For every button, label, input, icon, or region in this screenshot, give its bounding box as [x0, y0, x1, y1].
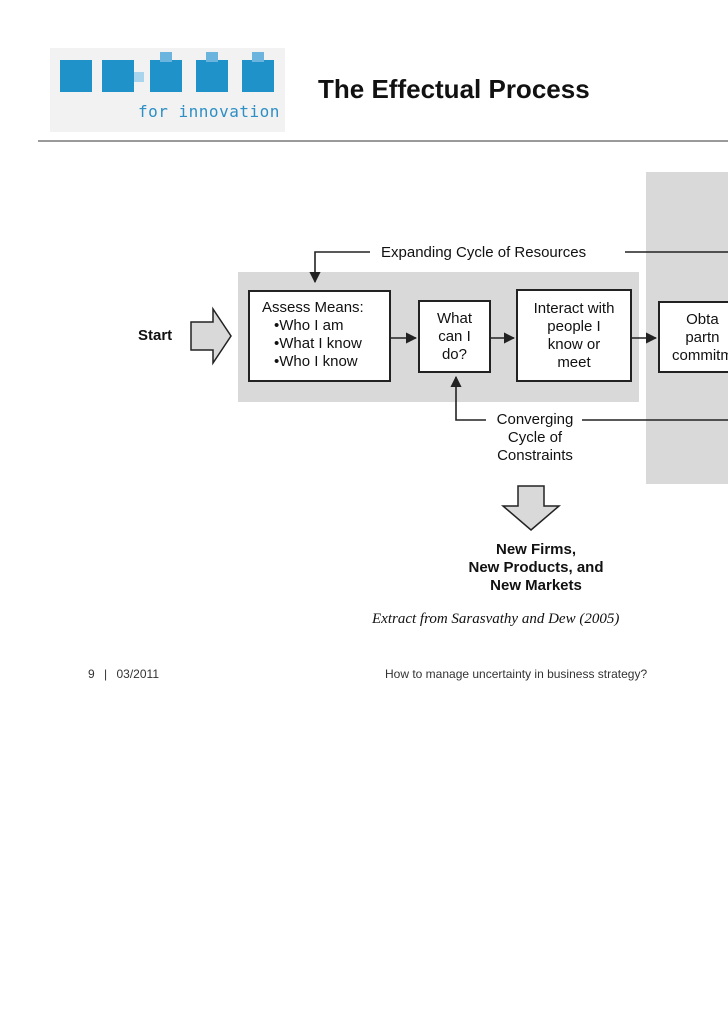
- interact-text: Interact with people I know or meet: [533, 299, 615, 371]
- start-arrow-icon: [190, 306, 232, 366]
- logo-square: [150, 60, 182, 92]
- means-item: •What I know: [274, 335, 362, 352]
- footer-subtitle: How to manage uncertainty in business st…: [385, 667, 648, 681]
- footer-separator: |: [104, 667, 108, 681]
- start-label: Start: [138, 327, 173, 344]
- logo-square: [60, 60, 92, 92]
- what-can-i-do-box: What can I do?: [418, 300, 491, 373]
- what-can-i-do-text: What can I do?: [436, 309, 472, 363]
- outcome-label: New Firms, New Products, and New Markets: [468, 541, 604, 594]
- page-number: 9: [88, 667, 95, 681]
- assess-means-box: Assess Means: •Who I am •What I know •Wh…: [248, 290, 391, 382]
- logo-tagline: for innovation: [138, 102, 280, 121]
- expanding-arrow: [309, 251, 370, 284]
- logo-square: [196, 60, 228, 92]
- interact-box: Interact with people I know or meet: [516, 289, 632, 382]
- logo-square: [252, 52, 264, 62]
- obtain-commitments-box: Obta partn commitm: [658, 301, 728, 373]
- means-item: •Who I am: [274, 317, 344, 334]
- down-arrow-icon: [500, 485, 562, 531]
- means-title: Assess Means:: [262, 299, 364, 316]
- expanding-cycle-label: Expanding Cycle of Resources: [381, 244, 587, 261]
- footer-date: 03/2011: [116, 667, 160, 681]
- logo-square: [242, 60, 274, 92]
- converging-arrow: [450, 375, 486, 421]
- logo-square: [134, 72, 144, 82]
- header-divider: [38, 140, 728, 142]
- source-caption: Extract from Sarasvathy and Dew (2005): [372, 611, 620, 627]
- logo-square: [206, 52, 218, 62]
- logo-square: [160, 52, 172, 62]
- logo: [50, 48, 285, 132]
- logo-square: [102, 60, 134, 92]
- page-title: The Effectual Process: [318, 74, 590, 104]
- means-item: •Who I know: [274, 353, 358, 370]
- converging-cycle-label: Converging Cycle of Constraints: [496, 411, 574, 464]
- footer-page-info: 9 | 03/2011: [88, 667, 159, 681]
- obtain-text: Obta partn commitm: [672, 311, 728, 364]
